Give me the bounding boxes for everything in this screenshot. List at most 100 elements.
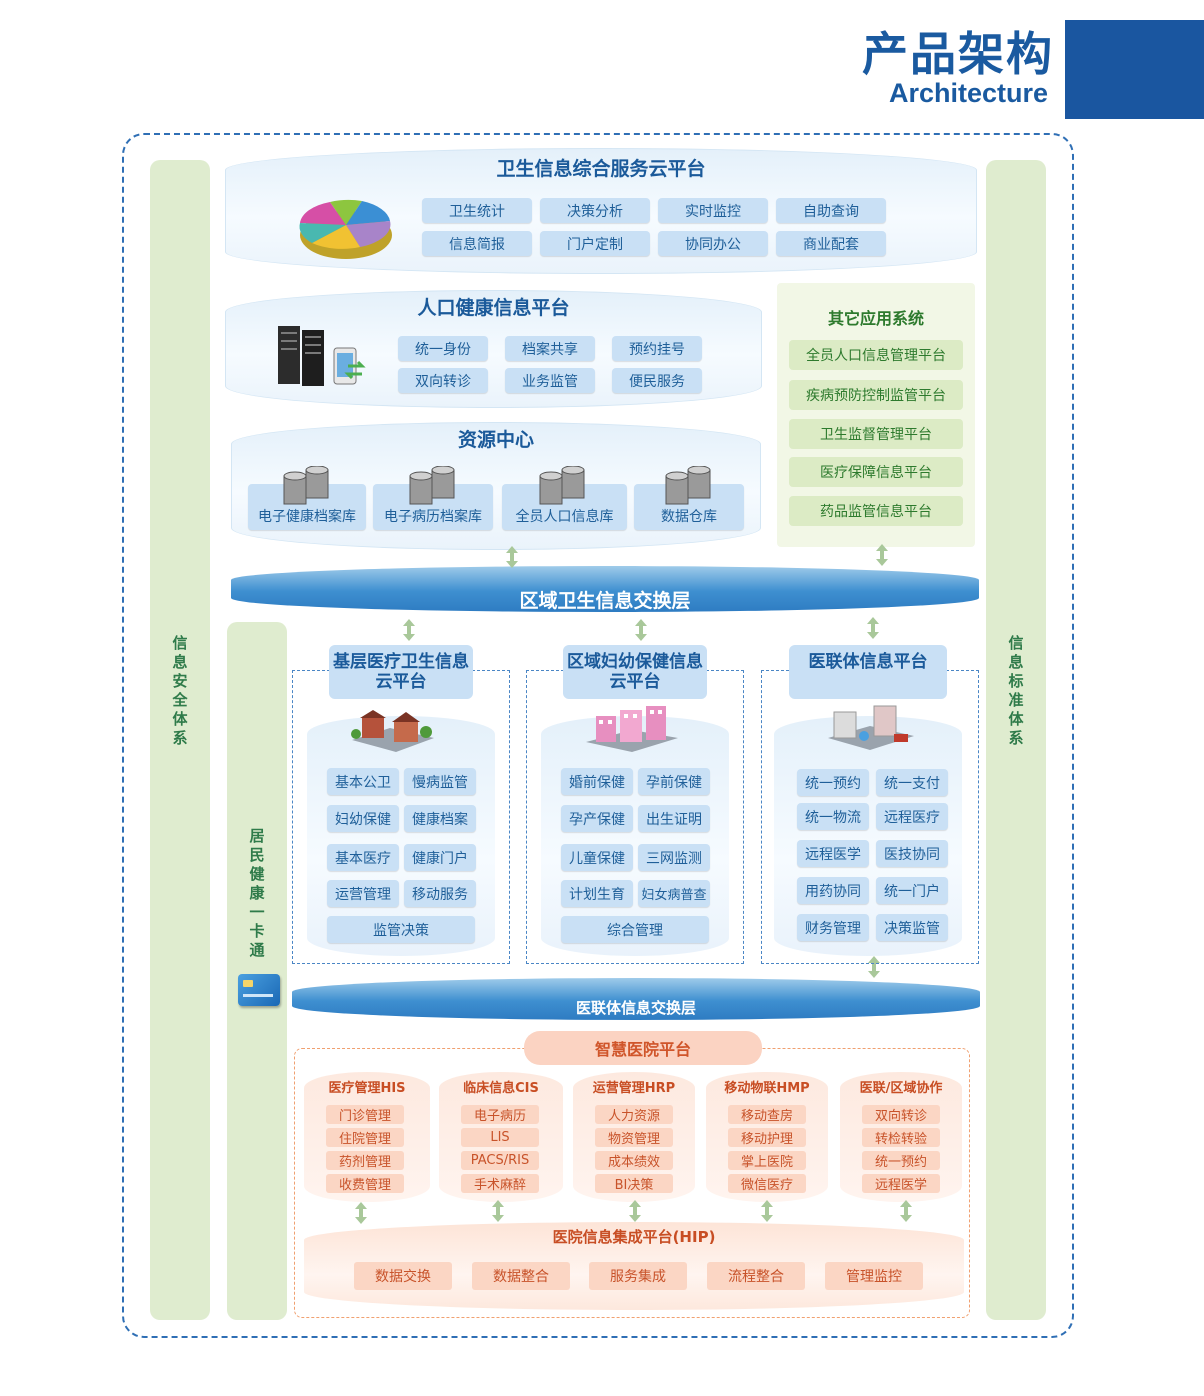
page-title: 产品架构	[862, 27, 1054, 81]
pill-financial-management: 财务管理	[797, 914, 869, 941]
pill-convenience-service: 便民服务	[612, 368, 702, 393]
pill-drug-supervision: 药品监管信息平台	[789, 496, 963, 526]
pill-medical-tech-collaboration: 医技协同	[876, 840, 948, 867]
pill-management-monitoring: 管理监控	[825, 1262, 923, 1290]
database-icon	[409, 466, 455, 505]
pill-human-resources: 人力资源	[595, 1105, 673, 1124]
architecture-frame	[122, 133, 1074, 1338]
pill-health-statistics: 卫生统计	[422, 198, 532, 223]
standard-system-column: 信息标准体系	[986, 160, 1046, 1320]
pill-info-briefing: 信息简报	[422, 231, 532, 256]
pill-process-integration: 流程整合	[707, 1262, 805, 1290]
double-arrow-icon	[900, 1200, 912, 1222]
pill-premarital-care: 婚前保健	[561, 768, 633, 795]
pill-unified-payment: 统一支付	[876, 769, 948, 796]
pill-maternal-child: 妇幼保健	[327, 805, 399, 832]
pill-outpatient: 门诊管理	[326, 1105, 404, 1124]
header-accent-bar	[1065, 20, 1204, 119]
pill-medical-insurance: 医疗保障信息平台	[789, 457, 963, 487]
regional-exchange-layer: 区域卫生信息交换层	[231, 566, 979, 612]
double-arrow-icon	[867, 617, 879, 639]
pill-pharmacy: 药剂管理	[326, 1151, 404, 1170]
pill-decision-supervision: 决策监管	[876, 914, 948, 941]
pill-operation-management: 运营管理	[327, 880, 399, 907]
pill-pacs-ris: PACS/RIS	[461, 1151, 539, 1170]
pill-wechat-medical: 微信医疗	[728, 1174, 806, 1193]
pill-health-supervision: 卫生监督管理平台	[789, 419, 963, 449]
server-icon	[278, 326, 366, 386]
pill-unified-identity: 统一身份	[398, 336, 488, 361]
database-icon	[283, 466, 329, 505]
standard-system-label: 信息标准体系	[1006, 635, 1025, 749]
double-arrow-icon	[506, 546, 518, 568]
pill-supervision-decision: 监管决策	[327, 916, 475, 943]
cis-title: 临床信息CIS	[463, 1081, 539, 1096]
pill-materials: 物资管理	[595, 1128, 673, 1147]
resource-label: 全员人口信息库	[515, 509, 614, 525]
population-health-platform-title: 人口健康信息平台	[417, 297, 570, 319]
pill-service-integration: 服务集成	[589, 1262, 687, 1290]
double-arrow-icon	[492, 1200, 504, 1222]
pill-palm-hospital: 掌上医院	[728, 1151, 806, 1170]
resource-label: 电子病历档案库	[384, 509, 482, 525]
pill-family-planning: 计划生育	[561, 880, 633, 907]
pill-commercial-support: 商业配套	[776, 231, 886, 256]
medical-union-platform-title: 医联体信息平台	[789, 645, 947, 699]
pill-self-service-query: 自助查询	[776, 198, 886, 223]
medical-union-exchange-layer: 医联体信息交换层	[292, 978, 980, 1020]
pill-bi-decision: BI决策	[595, 1174, 673, 1193]
buildings-icon	[351, 710, 434, 752]
resource-center-title: 资源中心	[457, 429, 534, 451]
pill-population-management: 全员人口信息管理平台	[789, 340, 963, 370]
pill-child-care: 儿童保健	[561, 844, 633, 871]
health-card-icon	[238, 974, 280, 1006]
health-card-label: 居民健康一卡通	[247, 828, 266, 961]
pill-business-supervision: 业务监管	[505, 368, 595, 393]
hip-title: 医院信息集成平台(HIP)	[552, 1228, 716, 1246]
pill-birth-certificate: 出生证明	[638, 805, 710, 832]
pill-inpatient: 住院管理	[326, 1128, 404, 1147]
hmp-title: 移动物联HMP	[724, 1081, 810, 1096]
pill-record-sharing: 档案共享	[505, 336, 595, 361]
double-arrow-icon	[635, 619, 647, 641]
smart-hospital-title: 智慧医院平台	[524, 1031, 762, 1065]
grassroots-platform-title: 基层医疗卫生信息云平台	[329, 645, 473, 699]
pill-collaborative-office: 协同办公	[658, 231, 768, 256]
pill-prenatal-care: 孕产保健	[561, 805, 633, 832]
pill-three-network-monitoring: 三网监测	[638, 844, 710, 871]
pill-remote-medicine: 远程医学	[797, 840, 869, 867]
pill-decision-analysis: 决策分析	[540, 198, 650, 223]
pill-remote-medical: 远程医学	[862, 1174, 940, 1193]
pill-unified-logistics: 统一物流	[797, 803, 869, 830]
pill-unified-appointment: 统一预约	[797, 769, 869, 796]
database-icon	[665, 466, 711, 505]
maternal-platform-title: 区域妇幼保健信息云平台	[563, 645, 707, 699]
pill-billing: 收费管理	[326, 1174, 404, 1193]
pill-lis: LIS	[461, 1128, 539, 1147]
pill-unified-booking: 统一预约	[862, 1151, 940, 1170]
resource-label: 电子健康档案库	[258, 509, 356, 525]
pill-basic-public-health: 基本公卫	[327, 768, 399, 795]
pill-integrated-management: 综合管理	[561, 916, 709, 943]
resource-medical-records: 电子病历档案库	[373, 484, 493, 530]
pill-test-transfer: 转检转验	[862, 1128, 940, 1147]
pill-preconception-care: 孕前保健	[638, 768, 710, 795]
pill-portal-customization: 门户定制	[540, 231, 650, 256]
pill-basic-medical: 基本医疗	[327, 844, 399, 871]
pill-appointment: 预约挂号	[612, 336, 702, 361]
pill-cost-performance: 成本绩效	[595, 1151, 673, 1170]
double-arrow-icon	[403, 619, 415, 641]
pill-data-exchange: 数据交换	[354, 1262, 452, 1290]
pill-health-portal: 健康门户	[404, 844, 476, 871]
pill-health-record: 健康档案	[404, 805, 476, 832]
pill-two-way-referral: 双向转诊	[398, 368, 488, 393]
other-apps-title: 其它应用系统	[827, 309, 924, 328]
database-icon	[539, 466, 585, 505]
pill-mobile-service: 移动服务	[404, 880, 476, 907]
double-arrow-icon	[876, 544, 888, 566]
pill-anesthesia: 手术麻醉	[461, 1174, 539, 1193]
double-arrow-icon	[761, 1200, 773, 1222]
pill-data-integration: 数据整合	[472, 1262, 570, 1290]
pill-telemedicine: 远程医疗	[876, 803, 948, 830]
security-system-label: 信息安全体系	[170, 635, 189, 749]
